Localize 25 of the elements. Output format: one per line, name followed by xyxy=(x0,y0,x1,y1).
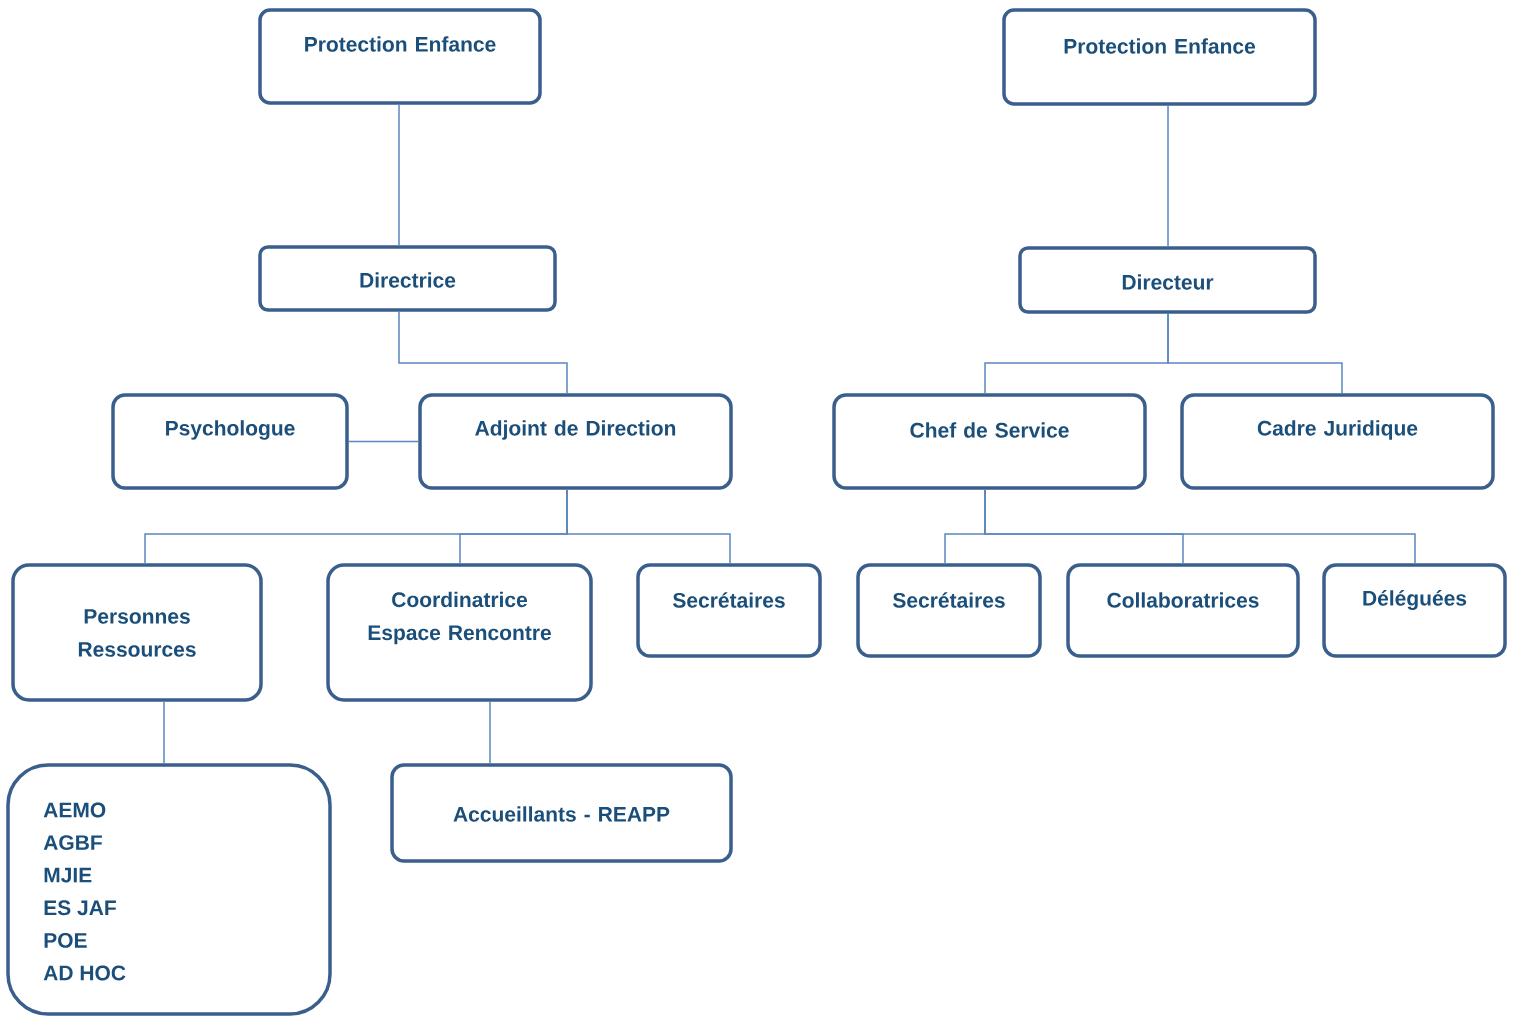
org-box: Adjoint de Direction xyxy=(418,393,733,490)
connector-line xyxy=(489,701,491,764)
org-box: Protection Enfance xyxy=(258,8,542,105)
org-box: Secrétaires xyxy=(856,563,1042,658)
org-box: AEMO AGBF MJIE ES JAF POE AD HOC xyxy=(6,763,332,1016)
connector-line xyxy=(348,440,419,443)
org-box: Directeur xyxy=(1018,246,1317,314)
org-box: Coordinatrice Espace Rencontre xyxy=(326,563,593,702)
org-box: Psychologue xyxy=(111,393,349,490)
connector-line xyxy=(984,489,1416,564)
org-box: Chef de Service xyxy=(832,393,1147,490)
org-box: Collaboratrices xyxy=(1066,563,1300,658)
org-box: Directrice xyxy=(258,245,557,312)
org-box: Cadre Juridique xyxy=(1180,393,1495,490)
connector-line xyxy=(398,104,400,246)
connector-line xyxy=(566,489,731,564)
org-box: Déléguées xyxy=(1322,563,1507,658)
connector-line xyxy=(398,311,568,394)
org-box: Accueillants - REAPP xyxy=(390,763,733,863)
connector-line xyxy=(163,701,165,764)
org-box: Secrétaires xyxy=(636,563,822,658)
connector-line xyxy=(1167,105,1169,247)
org-box: Personnes Ressources xyxy=(11,563,263,702)
connector-line xyxy=(1167,313,1343,394)
org-box: Protection Enfance xyxy=(1002,8,1317,106)
